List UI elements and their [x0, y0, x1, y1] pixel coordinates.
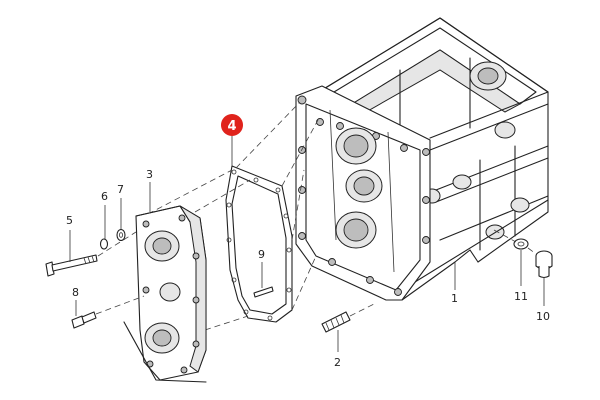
callout-8: 8	[72, 286, 79, 299]
callout-4: 4	[227, 119, 236, 134]
highlight-badge: 4	[221, 114, 243, 136]
drain-washer	[513, 238, 529, 250]
dowel-pin	[253, 286, 274, 298]
leader-lines	[69, 136, 545, 352]
callout-10: 10	[536, 310, 550, 323]
transmission-housing	[295, 17, 549, 301]
flat-washer	[116, 228, 126, 242]
callout-9: 9	[258, 248, 265, 261]
callout-5: 5	[66, 214, 73, 227]
stud	[321, 311, 351, 333]
callout-numbers: 1 2 3 5 6 7 8 9 10 11	[66, 168, 550, 369]
drain-plug	[535, 250, 553, 279]
highlight-badge-circle	[221, 114, 243, 136]
gasket-bolt-holes	[226, 169, 292, 321]
front-bores	[335, 127, 383, 249]
cover	[135, 205, 207, 381]
breather-plug	[71, 311, 97, 329]
lock-washer	[99, 238, 109, 250]
callout-6: 6	[101, 190, 108, 203]
callout-3: 3	[146, 168, 153, 181]
callout-11: 11	[514, 290, 528, 303]
gasket	[225, 165, 293, 323]
callout-7: 7	[117, 183, 124, 196]
callout-2: 2	[334, 356, 341, 369]
bolt	[45, 254, 98, 277]
callout-1: 1	[451, 292, 458, 305]
